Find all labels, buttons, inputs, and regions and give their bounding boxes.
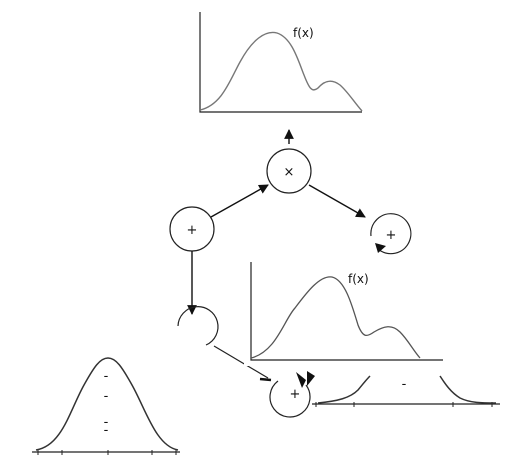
right-loop-arc xyxy=(370,213,412,255)
top-plot-label: f(x) xyxy=(293,26,314,40)
top-plot-axes xyxy=(199,12,362,113)
bell-plot-tick-3: - xyxy=(104,415,109,430)
bell-plot-ticks xyxy=(37,450,177,455)
bell-plot-tick-1: - xyxy=(104,369,109,384)
multiply-node-circle xyxy=(266,148,312,194)
top-fx-plot: f(x) xyxy=(199,12,363,113)
middle-plot-label: f(x) xyxy=(348,272,369,286)
add-node-left[interactable]: + xyxy=(169,206,215,252)
bell-plot-tick-4: - xyxy=(104,423,109,438)
middle-plot-axes xyxy=(250,262,443,361)
bottom-loop-dash xyxy=(259,377,272,382)
middle-plot-background xyxy=(244,256,444,366)
arrow-add-to-multiply xyxy=(210,184,269,218)
middle-fx-plot: f(x) xyxy=(244,256,444,366)
bottom-loop-arrowhead-b xyxy=(307,371,315,386)
middle-loop-arc xyxy=(177,306,219,346)
add-node-right-symbol: + xyxy=(386,228,397,243)
right-loop-arrowhead xyxy=(375,243,386,253)
add-node-bottom-symbol: + xyxy=(290,387,301,402)
middle-plot-curve xyxy=(250,276,421,359)
bottom-loop-arc xyxy=(269,380,311,418)
top-plot-curve xyxy=(199,31,363,112)
small-plot-ticks xyxy=(315,402,493,407)
add-node-right-loop[interactable]: + xyxy=(370,213,412,255)
small-plot-tick-mark: - xyxy=(402,377,407,392)
add-node-left-symbol: + xyxy=(187,223,198,238)
small-plot-curve-left xyxy=(317,375,371,404)
bell-plot-curve xyxy=(35,357,179,451)
bell-curve-plot: - - - - xyxy=(6,338,202,460)
multiply-node-symbol: × xyxy=(284,165,295,180)
arrow-multiply-to-right-node xyxy=(308,184,366,218)
bell-plot-tick-2: - xyxy=(104,389,109,404)
connector-to-bottom-node xyxy=(213,345,269,379)
small-plot: - xyxy=(312,375,500,407)
add-node-bottom-loop[interactable]: + xyxy=(259,371,315,418)
bottom-loop-arrowhead-a xyxy=(296,372,306,388)
small-plot-curve-right xyxy=(439,375,497,404)
multiply-node[interactable]: × xyxy=(266,148,312,194)
